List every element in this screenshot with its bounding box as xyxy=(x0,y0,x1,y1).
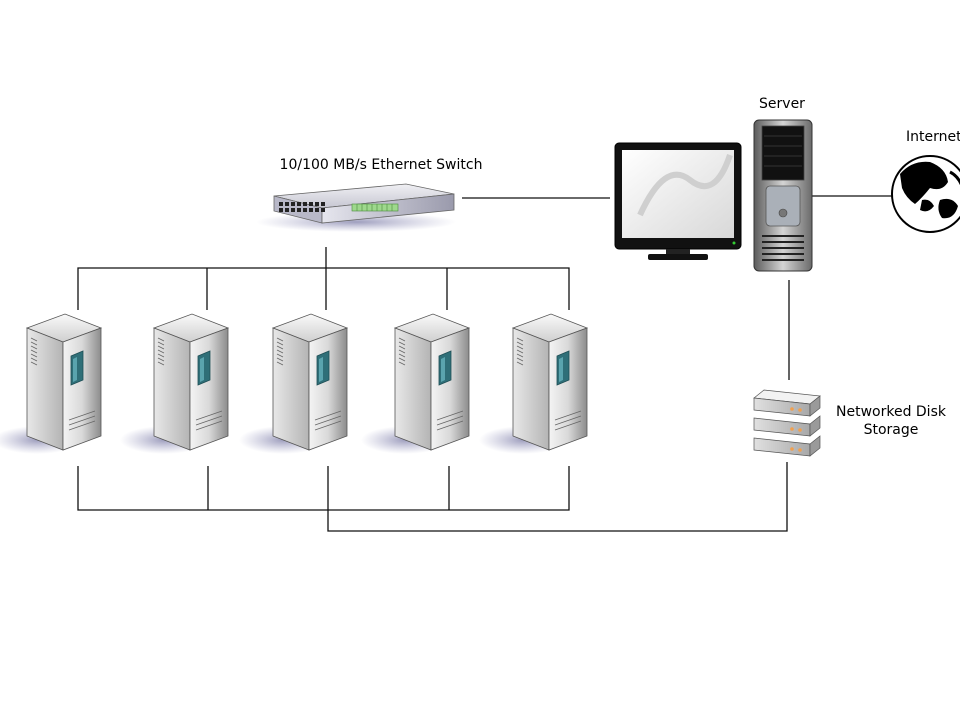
server-label: Server xyxy=(759,96,805,112)
switch-bus-line xyxy=(77,267,570,310)
switch-label: 10/100 MB/s Ethernet Switch xyxy=(280,157,483,173)
connection-lines xyxy=(77,195,895,532)
storage-label-line2: Storage xyxy=(864,422,919,438)
cluster-node-icon xyxy=(119,313,229,455)
server-tower-icon xyxy=(753,119,813,272)
storage-bus-line xyxy=(77,466,570,511)
cluster-node-icon xyxy=(238,313,348,455)
globe-icon xyxy=(891,155,960,233)
disk-storage-icon xyxy=(753,389,821,457)
monitor-icon xyxy=(614,142,742,260)
ethernet-switch-icon xyxy=(256,183,456,232)
storage-label-line1: Networked Disk xyxy=(836,404,947,420)
internet-label: Internet xyxy=(906,129,960,145)
cluster-node-icon xyxy=(360,313,470,455)
storage-link-line xyxy=(327,462,788,532)
cluster-node-icon xyxy=(0,313,102,455)
cluster-node-icon xyxy=(478,313,588,455)
